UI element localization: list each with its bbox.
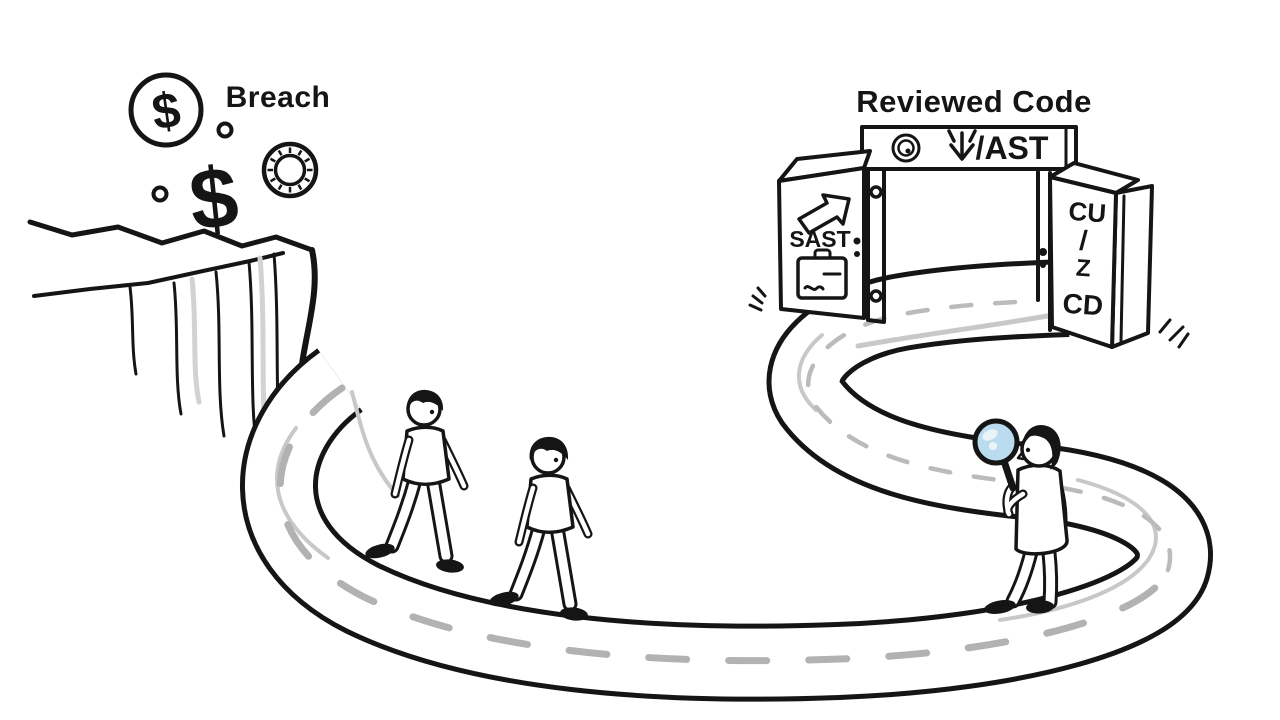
right-door-line-3: Z: [1075, 255, 1092, 283]
cliff-ridge: [27, 219, 315, 253]
winding-road: [240, 259, 1213, 702]
nose: [1016, 452, 1025, 461]
shoe: [984, 600, 1016, 614]
shoe: [365, 543, 395, 559]
right-door-handle-dot: [1039, 248, 1047, 256]
hair: [406, 389, 444, 412]
breach-label: Breach: [226, 81, 331, 114]
coin-dollar-icon: $: [128, 72, 204, 148]
money-dot-2: [151, 185, 169, 203]
torso: [525, 473, 575, 534]
torso: [401, 425, 451, 486]
left-door-handle-dot: [854, 251, 860, 257]
reviewed-code-label: Reviewed Code: [856, 84, 1092, 119]
money-symbols: $ $ Breach: [128, 72, 331, 249]
money-dot-1: [216, 121, 234, 139]
eye: [429, 409, 435, 415]
right-door-line-2: /: [1078, 225, 1088, 256]
reviewed-code-gate: Reviewed Code /AST: [748, 84, 1190, 349]
dollar-sign-large: $: [185, 149, 243, 249]
shoe: [436, 559, 464, 573]
eye: [1025, 447, 1031, 453]
download-arrow-icon: [947, 129, 977, 161]
arrow-up-right-icon: [797, 193, 851, 235]
coin-gear-icon: [261, 141, 319, 199]
gate-right-door: CU / Z CD: [1039, 161, 1190, 349]
shoe: [1026, 600, 1054, 614]
right-door-line-1: CU: [1068, 196, 1108, 229]
walker-1: [365, 389, 469, 573]
hair: [1022, 424, 1061, 470]
left-door-motion-lines: [748, 286, 767, 312]
hair: [529, 436, 569, 461]
left-door-handle-dot: [853, 237, 861, 245]
magnifying-glass-icon: [972, 418, 1020, 492]
road-shade-lines: [275, 310, 1158, 622]
road-centerline-upper: [806, 298, 1173, 573]
eye: [553, 457, 559, 463]
gate-left-door: SAST: [748, 149, 872, 320]
right-door-motion-lines: [1158, 318, 1190, 349]
torso: [1014, 463, 1069, 556]
right-door-line-4: CD: [1062, 288, 1105, 322]
inspector-with-magnifier: [972, 418, 1069, 614]
cliff-ledge: [32, 251, 285, 298]
right-door-handle-dot: [1040, 262, 1046, 268]
spiral-badge-icon: [891, 133, 921, 163]
road-centerline-lower: [276, 384, 1172, 665]
id-badge-icon: [796, 248, 848, 300]
shoe: [560, 607, 588, 621]
left-door-label: SAST: [789, 226, 850, 252]
gate-banner: /AST: [860, 125, 1078, 171]
walker-2: [489, 436, 593, 621]
shoe: [489, 591, 519, 607]
banner-label: /AST: [976, 130, 1049, 166]
